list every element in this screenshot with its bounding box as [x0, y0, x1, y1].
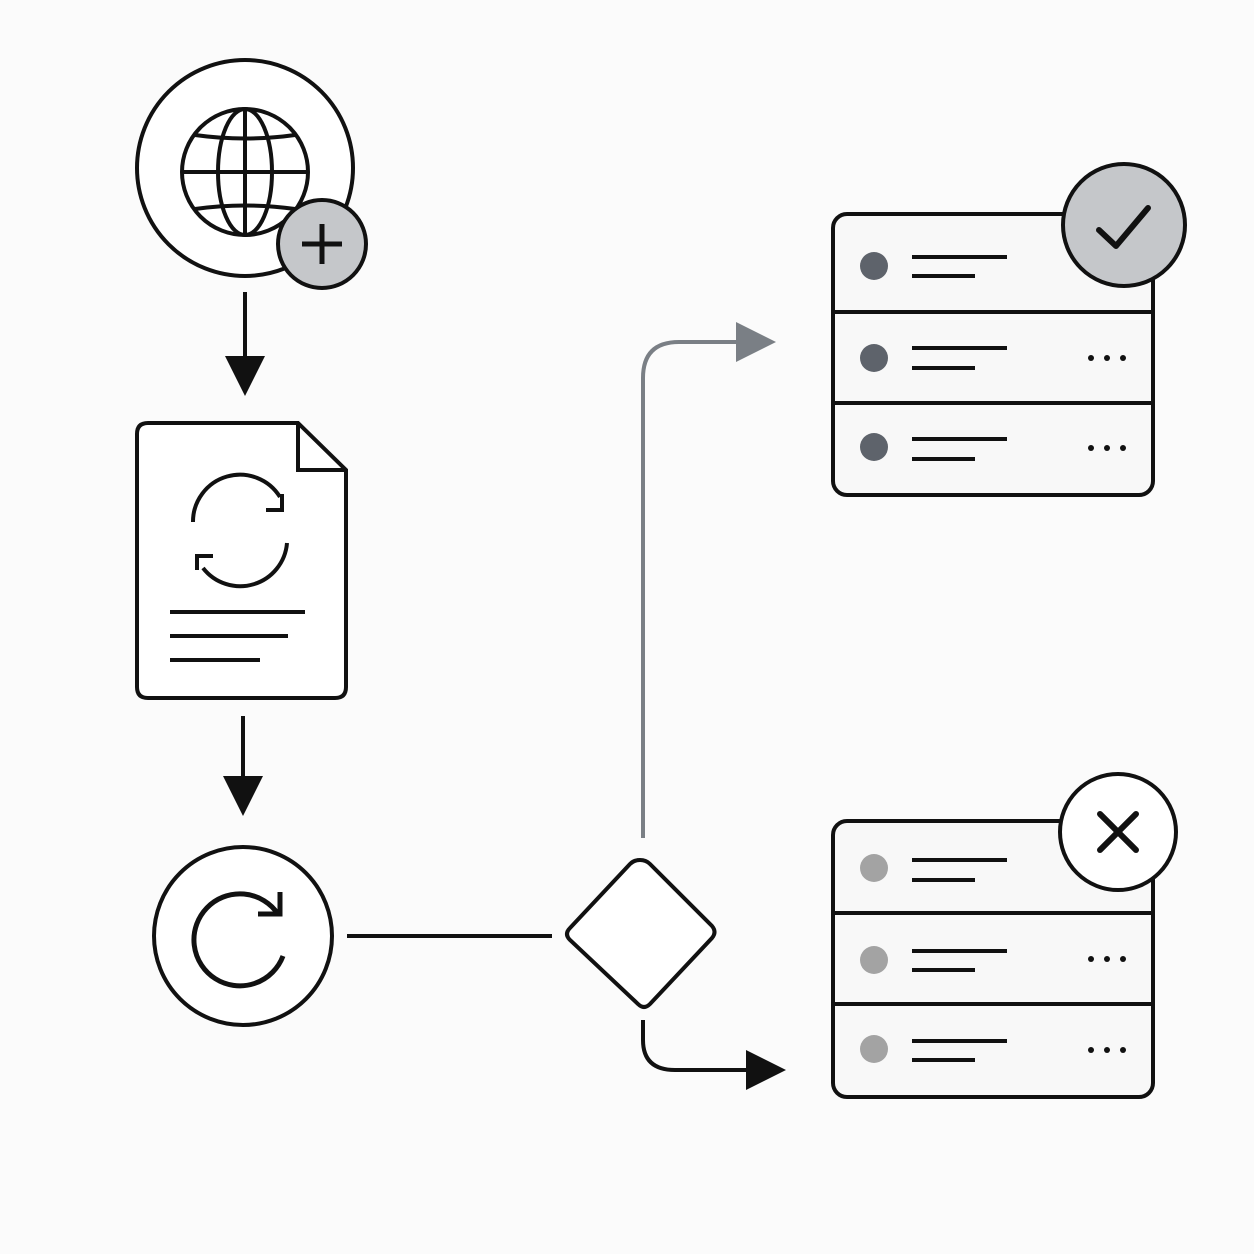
status-dot	[860, 854, 888, 882]
start-node[interactable]	[135, 58, 368, 290]
success-row-1[interactable]	[860, 252, 1007, 280]
document-node[interactable]	[135, 421, 348, 700]
failure-row-1[interactable]	[860, 854, 1007, 882]
globe-icon	[180, 107, 310, 237]
x-icon	[1097, 811, 1139, 853]
checkmark-icon	[1096, 205, 1151, 249]
connector-decision-to-failure	[641, 1020, 786, 1090]
success-row-3[interactable]	[860, 433, 1126, 461]
failure-row-2[interactable]	[860, 946, 1126, 974]
plus-badge	[276, 198, 368, 290]
more-options-icon[interactable]	[1088, 445, 1126, 451]
success-panel[interactable]	[831, 162, 1187, 497]
process-node[interactable]	[152, 845, 334, 1027]
status-dot	[860, 252, 888, 280]
success-row-2[interactable]	[860, 344, 1126, 372]
status-dot	[860, 1035, 888, 1063]
failure-panel[interactable]	[831, 772, 1178, 1099]
more-options-icon[interactable]	[1088, 956, 1126, 962]
document-icon	[135, 421, 348, 700]
failure-row-3[interactable]	[860, 1035, 1126, 1063]
connector-decision-to-success	[641, 322, 776, 838]
failure-badge	[1058, 772, 1178, 892]
decision-node[interactable]	[565, 857, 717, 1009]
decision-diamond	[565, 857, 717, 1009]
document-text-lines	[170, 610, 305, 662]
status-dot	[860, 946, 888, 974]
more-options-icon[interactable]	[1088, 355, 1126, 361]
refresh-icon	[191, 891, 286, 989]
status-dot	[860, 433, 888, 461]
more-options-icon[interactable]	[1088, 1047, 1126, 1053]
success-badge	[1061, 162, 1187, 288]
plus-icon	[302, 224, 342, 264]
status-dot	[860, 344, 888, 372]
sync-icon	[190, 472, 289, 589]
